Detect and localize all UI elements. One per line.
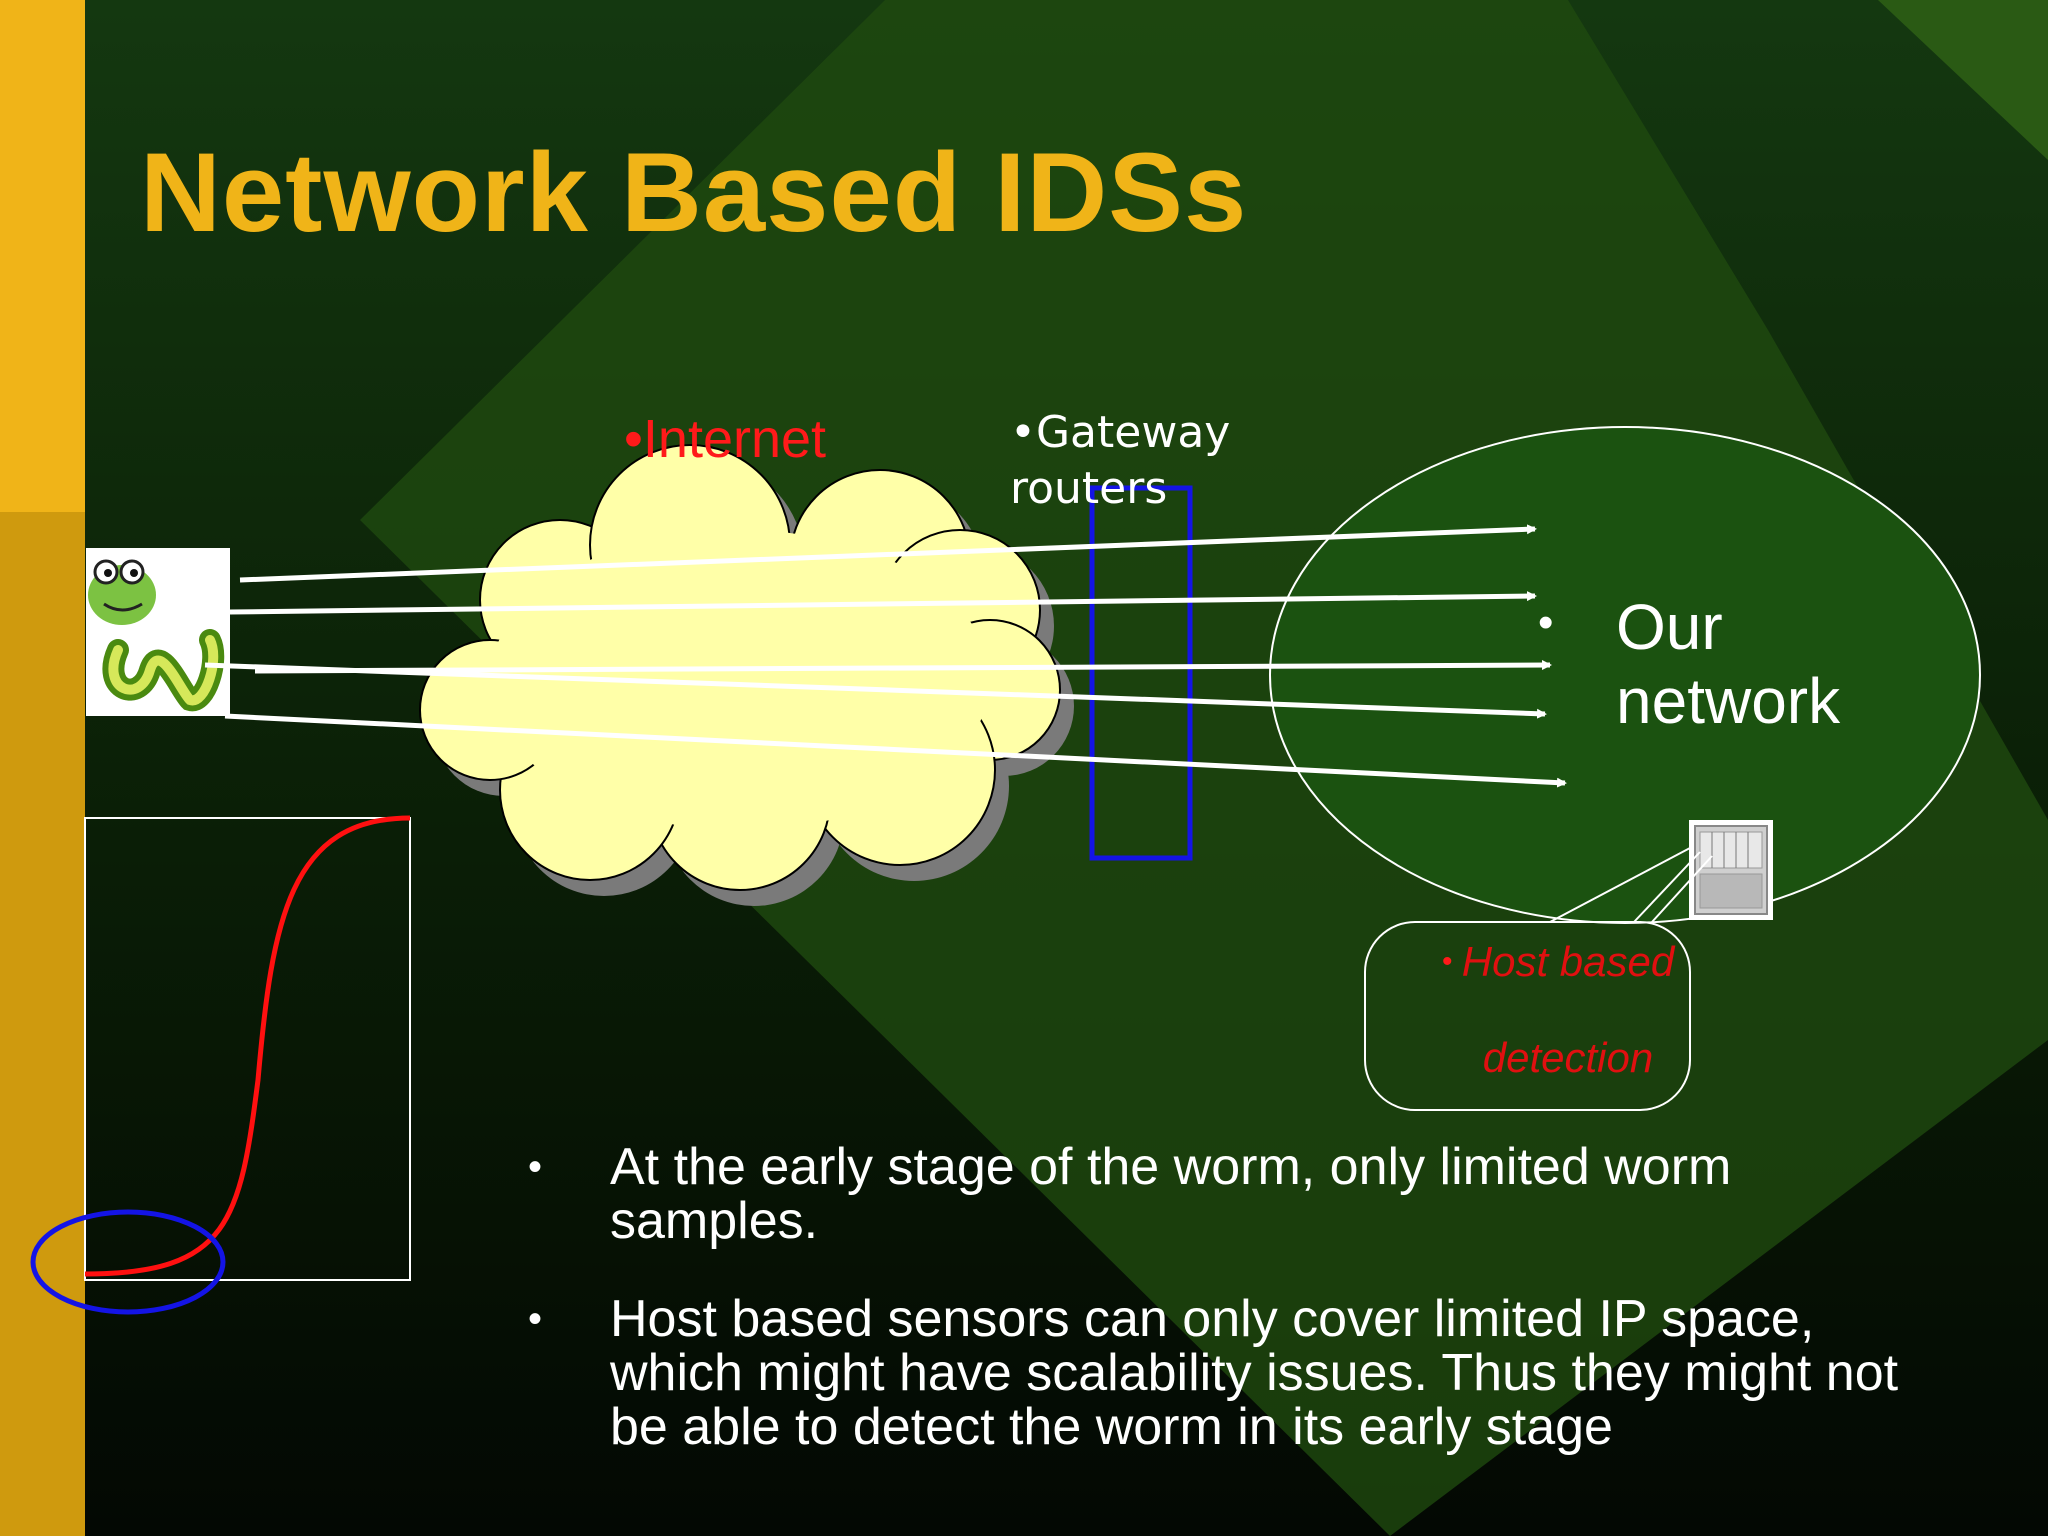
- bullet-early-stage: At the early stage of the worm, only lim…: [528, 1140, 1948, 1248]
- host-based-label-line1: Host based: [1461, 938, 1675, 985]
- gateway-routers-label: •Gateway routers: [1010, 407, 1231, 514]
- worm-icon: [86, 548, 230, 716]
- bullet-host-based-sensors: Host based sensors can only cover limite…: [528, 1292, 1948, 1454]
- host-based-bullet: •: [1442, 945, 1453, 978]
- attack-arrows: [204, 524, 1567, 788]
- worm-propagation-curve: [30, 815, 411, 1315]
- host-based-label-line2: detection: [1482, 1034, 1654, 1081]
- attack-arrow-3: [254, 660, 1552, 674]
- attack-arrow-5: [224, 713, 1567, 788]
- attack-arrow-1: [239, 524, 1537, 583]
- gateway-router-box: [1089, 485, 1193, 861]
- network-bullet: •: [1538, 598, 1554, 647]
- left-gold-bar-highlight: [0, 0, 85, 512]
- host-based-detection-label: Host based detection: [1448, 938, 1688, 1082]
- server-icon: [1689, 820, 1773, 920]
- early-stage-highlight: [30, 1209, 226, 1315]
- our-network-label: Our network: [1616, 591, 1841, 737]
- attack-arrow-2: [229, 591, 1537, 615]
- slide-title: Network Based IDSs: [140, 130, 1248, 255]
- host-based-callout: [1364, 847, 1713, 1111]
- background-corner-triangle: [1878, 0, 2048, 160]
- body-bullet-list: At the early stage of the worm, only lim…: [528, 1140, 1948, 1498]
- attack-arrow-4: [204, 662, 1547, 719]
- internet-label: •Internet: [624, 409, 827, 469]
- host-based-label-gap: [1448, 986, 1688, 1034]
